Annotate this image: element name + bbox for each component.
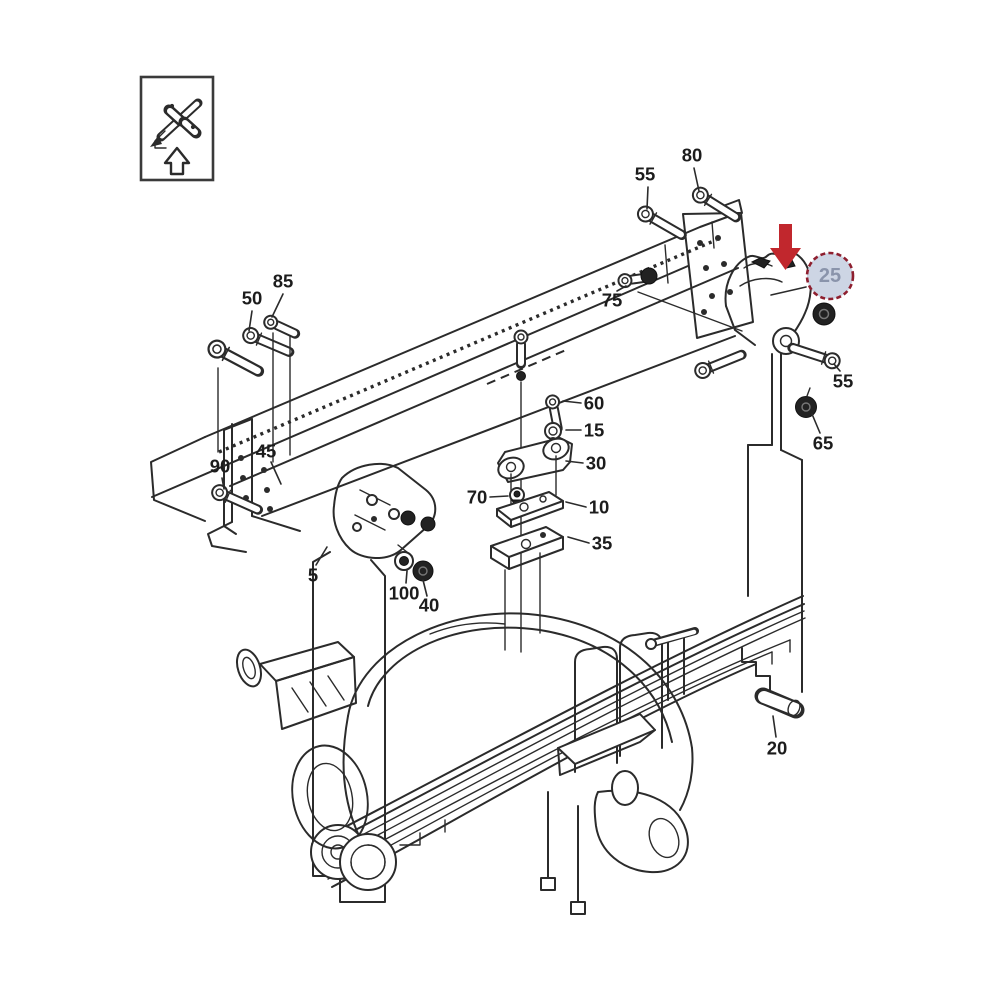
leader-line-70 [489,495,509,498]
leader-line-80 [693,167,700,192]
part-label-65: 65 [813,433,834,454]
clamp-plate-30 [497,437,573,506]
leader-line-100 [405,570,408,584]
leader-line-55 [833,363,841,372]
orientation-inset [139,75,215,182]
leader-line-75 [616,285,627,292]
leader-line-85 [271,293,284,318]
leader-line-40 [422,579,428,597]
bushing-20 [754,687,805,719]
assembly-orientation-thumbnail [150,98,203,149]
part-label-55: 55 [635,164,656,185]
nut-beside-bracket-25 [812,302,836,326]
leader-line-60 [562,400,582,404]
leader-line-20 [772,715,777,738]
part-label-30: 30 [586,453,607,474]
part-label-5: 5 [308,565,318,586]
part-label-80: 80 [682,145,703,166]
leader-line-35 [567,536,590,544]
part-label-50: 50 [242,288,263,309]
nut-100 [394,551,414,571]
leader-line-90 [221,477,225,490]
part-label-60: 60 [584,393,605,414]
leader-line-5 [315,546,328,566]
bolt-55-top [635,204,685,242]
part-label-90: 90 [210,456,231,477]
leader-line-55 [646,186,649,210]
leader-line-65 [811,413,821,434]
part-label-35: 35 [592,533,613,554]
axle-housing [236,612,694,915]
part-label-55: 55 [833,371,854,392]
frame-bracket-left [207,418,301,553]
part-label-85: 85 [273,271,294,292]
part-label-70: 70 [467,487,488,508]
highlight-arrow-glyph [770,224,801,270]
part-label-15: 15 [584,420,605,441]
part-label-75: 75 [602,290,623,311]
bolt-75 [618,268,657,288]
nut-40 [412,560,434,582]
leader-line-25 [770,286,807,296]
highlighted-part-badge-25: 25 [805,251,855,301]
projection-plate-right [741,353,803,693]
nut-75 [640,267,658,285]
nut-65 [795,387,817,418]
part-label-20: 20 [767,738,788,759]
plate-35 [490,526,564,651]
bolt-long-left [206,338,263,379]
part-label-10: 10 [589,497,610,518]
highlight-arrow [770,224,801,270]
bolt-85 [262,314,298,340]
leader-line-50 [248,310,253,332]
drop-lines-bolts [217,221,715,463]
up-arrow-icon [163,146,191,176]
leader-line-10 [565,501,587,508]
leader-line-45 [270,461,282,485]
spring-hanger-bracket-5 [332,462,437,559]
part-label-40: 40 [419,595,440,616]
bolt-eye [693,348,745,380]
bolt-90 [210,483,261,517]
part-label-100: 100 [389,583,420,604]
leader-line-30 [565,460,584,464]
part-label-25: 25 [819,265,841,287]
bolt-55-right [790,341,842,371]
part-label-45: 45 [256,441,277,462]
plate-10 [496,491,564,528]
projection-plate-left [312,551,386,903]
